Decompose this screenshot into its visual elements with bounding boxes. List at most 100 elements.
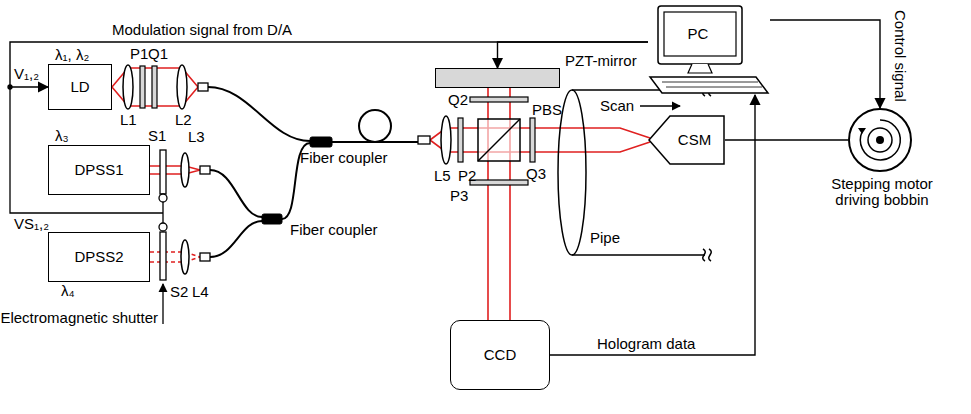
shutter: [159, 194, 167, 202]
signal-label: Control signal: [892, 8, 908, 104]
optical-fiber: [359, 110, 391, 142]
pointer-arrow: [162, 284, 163, 324]
node-caption: λ₃: [55, 128, 69, 144]
motor-circle: Stepping motor driving bobbin: [848, 108, 912, 172]
bobbin: [868, 128, 892, 152]
node-name: CSM: [678, 132, 711, 148]
signal-line: [770, 20, 880, 108]
part-label: L3: [188, 129, 205, 145]
fiber-connector: [200, 166, 210, 174]
part-label: P1: [130, 46, 148, 62]
node-caption: Stepping motor driving bobbin: [817, 176, 947, 208]
computer: PC: [648, 5, 770, 95]
pipe: [703, 249, 712, 261]
shutter: [159, 223, 167, 231]
monitor-stand: [688, 64, 712, 73]
fiber-connector: [198, 83, 208, 91]
part-label: Electromagnetic shutter: [0, 310, 158, 326]
beam-splitter: [478, 119, 520, 161]
node-caption: PZT-mirror: [565, 53, 637, 69]
bobbin-icon: [850, 110, 910, 170]
lens: [177, 65, 187, 109]
lens: [123, 65, 451, 274]
pipe: [558, 84, 711, 261]
part-label: P3: [450, 188, 468, 204]
beam-splitter: [478, 119, 520, 161]
part-label: L1: [120, 112, 137, 128]
part-label: Q3: [526, 166, 546, 182]
wave-plate: [458, 118, 463, 162]
part-label: S2: [170, 284, 188, 300]
laser-box: λ₁, λ₂LD: [48, 64, 112, 110]
laser-beams: [150, 166, 200, 174]
part-label: Pipe: [590, 230, 620, 246]
pointer-arrow: [640, 105, 680, 106]
signal-line: [498, 42, 649, 68]
part-label: V₁,₂: [14, 66, 39, 82]
optical-fiber: [208, 87, 310, 141]
bobbin-axle: [876, 136, 884, 144]
lens: [181, 153, 189, 187]
optical-fiber: [210, 170, 262, 217]
part-label: L5: [434, 168, 451, 184]
signal-label: Hologram data: [595, 336, 697, 352]
node-name: PC: [662, 12, 734, 56]
camera-box: CCD: [450, 320, 550, 390]
node-caption: λ₄: [61, 283, 75, 299]
part-label: Q1: [148, 46, 168, 62]
wave-plate: [140, 66, 145, 108]
wave-plate: [470, 97, 528, 102]
mirror-box: PZT-mirror: [435, 68, 560, 88]
part-label: L4: [192, 284, 209, 300]
part-label: PBS: [532, 102, 562, 118]
part-label: S1: [148, 128, 166, 144]
fiber-connector: [418, 136, 430, 144]
keyboard: [650, 77, 768, 93]
pipe: [572, 90, 705, 255]
optical-fiber: [210, 221, 262, 257]
keyboard-keys: [662, 82, 762, 87]
fiber-coupler: [310, 137, 332, 147]
laser-box: λ₃DPSS1: [48, 145, 150, 195]
laser-beams: [150, 252, 200, 262]
part-label: Fiber coupler: [300, 150, 388, 166]
pipe: [558, 90, 586, 255]
optical-fiber: [208, 87, 418, 257]
beam-splitter: [478, 119, 520, 161]
lens: [441, 116, 451, 164]
rotation-arrow: [860, 120, 900, 160]
probe-outline: [649, 116, 724, 164]
part-label: Fiber coupler: [290, 222, 378, 238]
lens: [181, 240, 189, 274]
rotation-arrow-head: [858, 128, 866, 134]
pointer-arrow: [163, 106, 680, 324]
wave-plate: [530, 118, 535, 162]
laser-box: DPSS2λ₄: [48, 232, 150, 282]
part-label: Q2: [448, 92, 468, 108]
fiber-connector: [198, 83, 430, 261]
signal-label: Modulation signal from D/A: [110, 22, 294, 38]
wave-plate: [152, 66, 157, 108]
shutter: [160, 232, 166, 280]
part-label: VS₁,₂: [14, 216, 49, 232]
probe-shape: CSM: [648, 115, 725, 165]
node-caption: λ₁, λ₂: [55, 47, 89, 63]
part-label: P2: [458, 168, 476, 184]
fiber-coupler: [262, 214, 282, 224]
node-name: LD: [70, 79, 89, 95]
laser-beams: [112, 68, 650, 320]
node-name: DPSS2: [74, 249, 123, 265]
signal-line: [550, 95, 755, 355]
part-label: L2: [175, 112, 192, 128]
shutter: [160, 150, 166, 194]
monitor: [658, 6, 742, 64]
part-label: Scan: [600, 98, 634, 114]
node-name: DPSS1: [74, 162, 123, 178]
node-name: CCD: [484, 347, 517, 363]
computer-outline: [648, 5, 770, 95]
wave-plate: [470, 180, 528, 185]
lens: [123, 65, 133, 109]
